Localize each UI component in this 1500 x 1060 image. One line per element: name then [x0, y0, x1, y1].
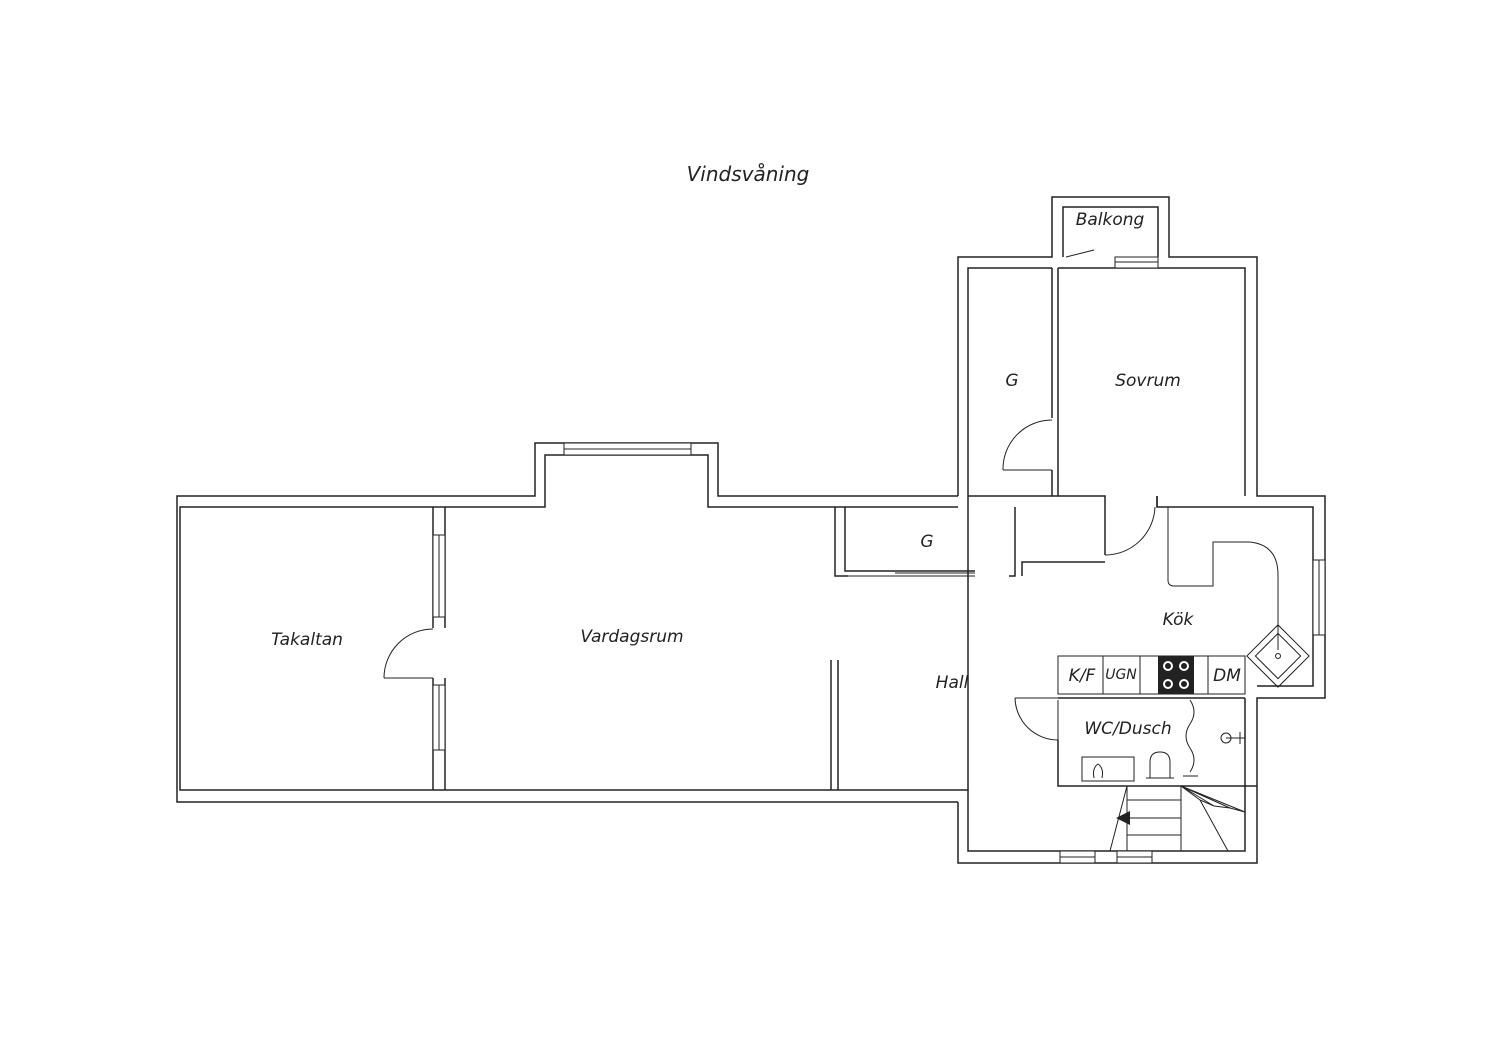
room-label-sovrum: Sovrum: [1115, 371, 1181, 391]
room-label-hall: Hall: [936, 673, 969, 693]
window-vardagsrum: [563, 442, 692, 456]
arrow-icon: [1116, 811, 1130, 825]
windows-bottom: [1059, 850, 1153, 864]
appliance-ugn: UGN: [1105, 667, 1137, 683]
divider-takaltan: [383, 507, 446, 790]
bedroom-walls: [968, 268, 1158, 555]
wardrobe-mid: [834, 507, 1105, 577]
appliance-dm: DM: [1213, 666, 1241, 686]
room-label-garderob-mid: G: [920, 532, 933, 552]
room-label-takaltan: Takaltan: [271, 630, 343, 650]
plan-title: Vindsvåning: [687, 162, 810, 186]
bathroom: [1014, 697, 1257, 787]
room-label-vardagsrum: Vardagsrum: [580, 627, 683, 647]
stove-icon: [1158, 656, 1194, 694]
door-bedroom: [1104, 506, 1156, 556]
room-label-wc: WC/Dusch: [1084, 719, 1171, 739]
room-label-garderob-top: G: [1005, 371, 1018, 391]
room-label-balkong: Balkong: [1076, 210, 1145, 230]
balcony: [1062, 206, 1159, 269]
appliance-kf: K/F: [1069, 666, 1096, 686]
room-label-kok: Kök: [1163, 610, 1195, 630]
kitchen: [1057, 507, 1326, 695]
wall-living-hall: [830, 660, 839, 790]
sink-icon: [1246, 624, 1310, 688]
door-wardrobe: [1002, 419, 1053, 471]
staircase: [1109, 785, 1246, 852]
exterior-walls: [176, 196, 1326, 864]
